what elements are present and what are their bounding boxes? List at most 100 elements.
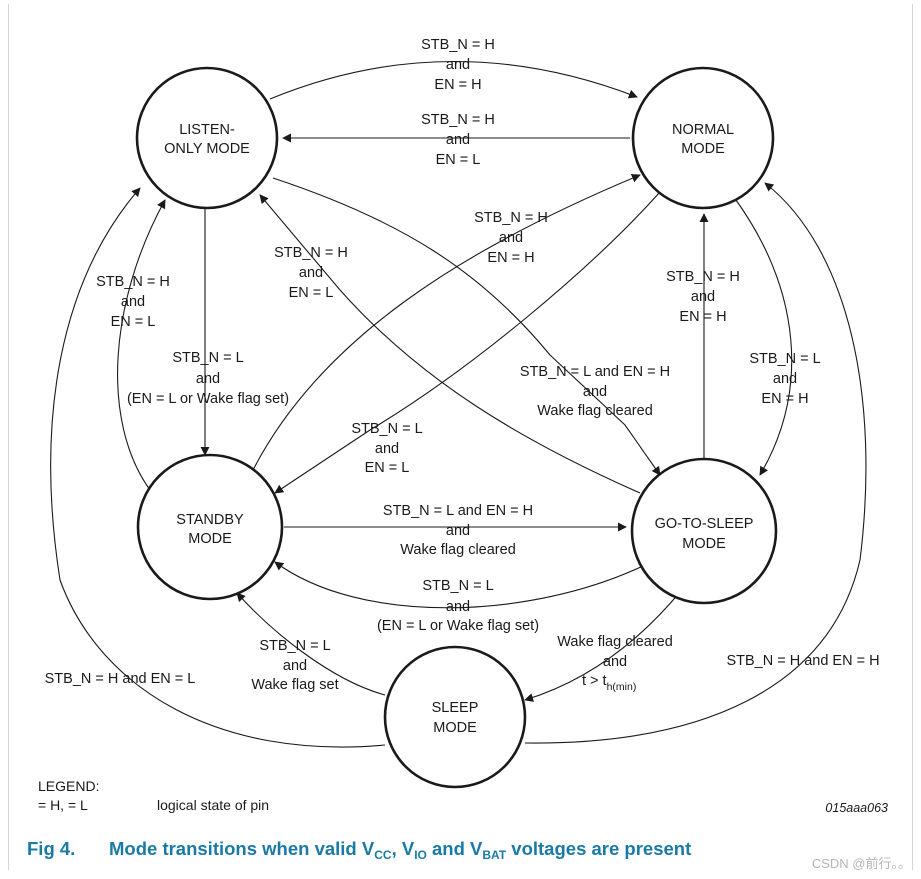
state-standby: STANDBY MODE [136, 453, 284, 601]
label-standby-to-listen: STB_N = H and EN = L [96, 274, 170, 330]
condition-text: EN = H [434, 77, 481, 93]
condition-text: STB_N = L and EN = H [520, 364, 670, 380]
condition-text: Wake flag cleared [537, 403, 653, 419]
figure-id: 015aaa063 [825, 801, 888, 815]
caption-text: , V [391, 838, 415, 859]
caption-text: voltages are present [506, 838, 692, 859]
condition-main: t > t [582, 673, 607, 689]
condition-text: and [446, 523, 470, 539]
state-label: SLEEP [432, 700, 479, 716]
condition-text: STB_N = H [274, 245, 348, 261]
state-label: ONLY MODE [164, 141, 250, 157]
figure-caption: Fig 4. Mode transitions when valid VCC, V… [27, 838, 691, 862]
condition-text: and [299, 265, 323, 281]
label-sleep-to-normal: STB_N = H and EN = H [726, 653, 879, 669]
edge-gts-to-standby [274, 561, 646, 609]
caption-text: Mode transitions when valid V [109, 838, 375, 859]
condition-text: and [583, 384, 607, 400]
label-listen-to-gts: STB_N = L and EN = H and Wake flag clear… [520, 364, 670, 419]
edge-standby-to-normal [252, 173, 641, 471]
transition-edges [50, 60, 867, 748]
label-listen-to-normal: STB_N = H and EN = H [421, 37, 495, 93]
state-label: MODE [681, 141, 725, 157]
edge-sleep-to-normal [524, 182, 867, 744]
condition-text: and [446, 132, 470, 148]
condition-text: STB_N = H [421, 112, 495, 128]
condition-text: STB_N = L [422, 578, 493, 594]
condition-text: and [375, 441, 399, 457]
label-gts-to-normal: STB_N = H and EN = H [666, 269, 740, 325]
condition-text: STB_N = L [259, 638, 330, 654]
edge-gts-to-listen [259, 194, 641, 494]
edge-normal-to-standby [274, 191, 661, 494]
state-go-to-sleep: GO-TO-SLEEP MODE [630, 457, 778, 605]
condition-text: and [603, 654, 627, 670]
legend: LEGEND: = H, = L logical state of pin [38, 778, 269, 813]
condition-text: STB_N = H and EN = L [45, 671, 196, 687]
label-gts-to-standby: STB_N = L and (EN = L or Wake flag set) [377, 578, 539, 634]
condition-text: and [283, 658, 307, 674]
condition-text: EN = H [679, 309, 726, 325]
caption-sub: BAT [482, 848, 507, 862]
condition-text: EN = L [289, 285, 334, 301]
state-listen-only: LISTEN- ONLY MODE [135, 66, 279, 210]
state-normal: NORMAL MODE [631, 66, 775, 210]
label-normal-to-standby: STB_N = L and EN = L [351, 421, 422, 476]
state-label: MODE [682, 536, 726, 552]
caption-sub: IO [414, 848, 427, 862]
state-label: LISTEN- [179, 122, 235, 138]
edge-listen-to-gts [272, 177, 661, 476]
state-label: GO-TO-SLEEP [655, 516, 754, 532]
state-label: NORMAL [672, 122, 734, 138]
condition-subscript: h(min) [607, 681, 637, 693]
state-sleep: SLEEP MODE [383, 645, 527, 789]
edge-normal-to-gts [735, 199, 793, 476]
condition-text: Wake flag set [251, 677, 338, 693]
label-gts-to-sleep: Wake flag cleared and t > th(min) [557, 634, 673, 693]
condition-text: and [446, 599, 470, 615]
edge-sleep-to-listen [50, 187, 386, 748]
condition-text: STB_N = H [96, 274, 170, 290]
condition-text: STB_N = L and EN = H [383, 503, 533, 519]
edge-gts-to-sleep [524, 591, 681, 702]
condition-text: and [196, 371, 220, 387]
legend-symbols: = H, = L [38, 797, 88, 813]
condition-text: and [773, 371, 797, 387]
caption-text: and V [426, 838, 483, 859]
state-label: MODE [188, 531, 232, 547]
condition-text: EN = H [761, 391, 808, 407]
label-gts-to-listen: STB_N = H and EN = L [274, 245, 348, 301]
label-sleep-to-listen: STB_N = H and EN = L [45, 671, 196, 687]
condition-text: EN = L [111, 314, 156, 330]
legend-title: LEGEND: [38, 778, 99, 794]
condition-text: (EN = L or Wake flag set) [127, 391, 289, 407]
condition-text: and [499, 230, 523, 246]
legend-meaning: logical state of pin [157, 797, 269, 813]
label-standby-to-gts: STB_N = L and EN = H and Wake flag clear… [383, 503, 533, 558]
label-standby-to-normal: STB_N = H and EN = H [474, 210, 548, 266]
condition-text: STB_N = H and EN = H [726, 653, 879, 669]
condition-text: STB_N = H [474, 210, 548, 226]
caption-sub: CC [374, 848, 392, 862]
watermark: CSDN @前行。。 [811, 856, 911, 871]
condition-text: STB_N = H [421, 37, 495, 53]
label-sleep-to-standby: STB_N = L and Wake flag set [251, 638, 338, 693]
condition-text: EN = H [487, 250, 534, 266]
condition-text: STB_N = L [172, 350, 243, 366]
condition-text: EN = L [365, 460, 410, 476]
caption-number: Fig 4. [27, 838, 76, 859]
condition-text: Wake flag cleared [400, 542, 516, 558]
condition-text: Wake flag cleared [557, 634, 673, 650]
state-label: MODE [433, 720, 477, 736]
label-listen-to-standby: STB_N = L and (EN = L or Wake flag set) [127, 350, 289, 407]
condition-text: and [446, 57, 470, 73]
edge-listen-to-normal [269, 60, 638, 100]
condition-text: (EN = L or Wake flag set) [377, 618, 539, 634]
label-normal-to-listen: STB_N = H and EN = L [421, 112, 495, 168]
label-normal-to-gts: STB_N = L and EN = H [749, 351, 820, 407]
condition-text: STB_N = L [351, 421, 422, 437]
condition-text: STB_N = H [666, 269, 740, 285]
edge-sleep-to-standby [236, 592, 386, 696]
state-label: STANDBY [176, 512, 244, 528]
